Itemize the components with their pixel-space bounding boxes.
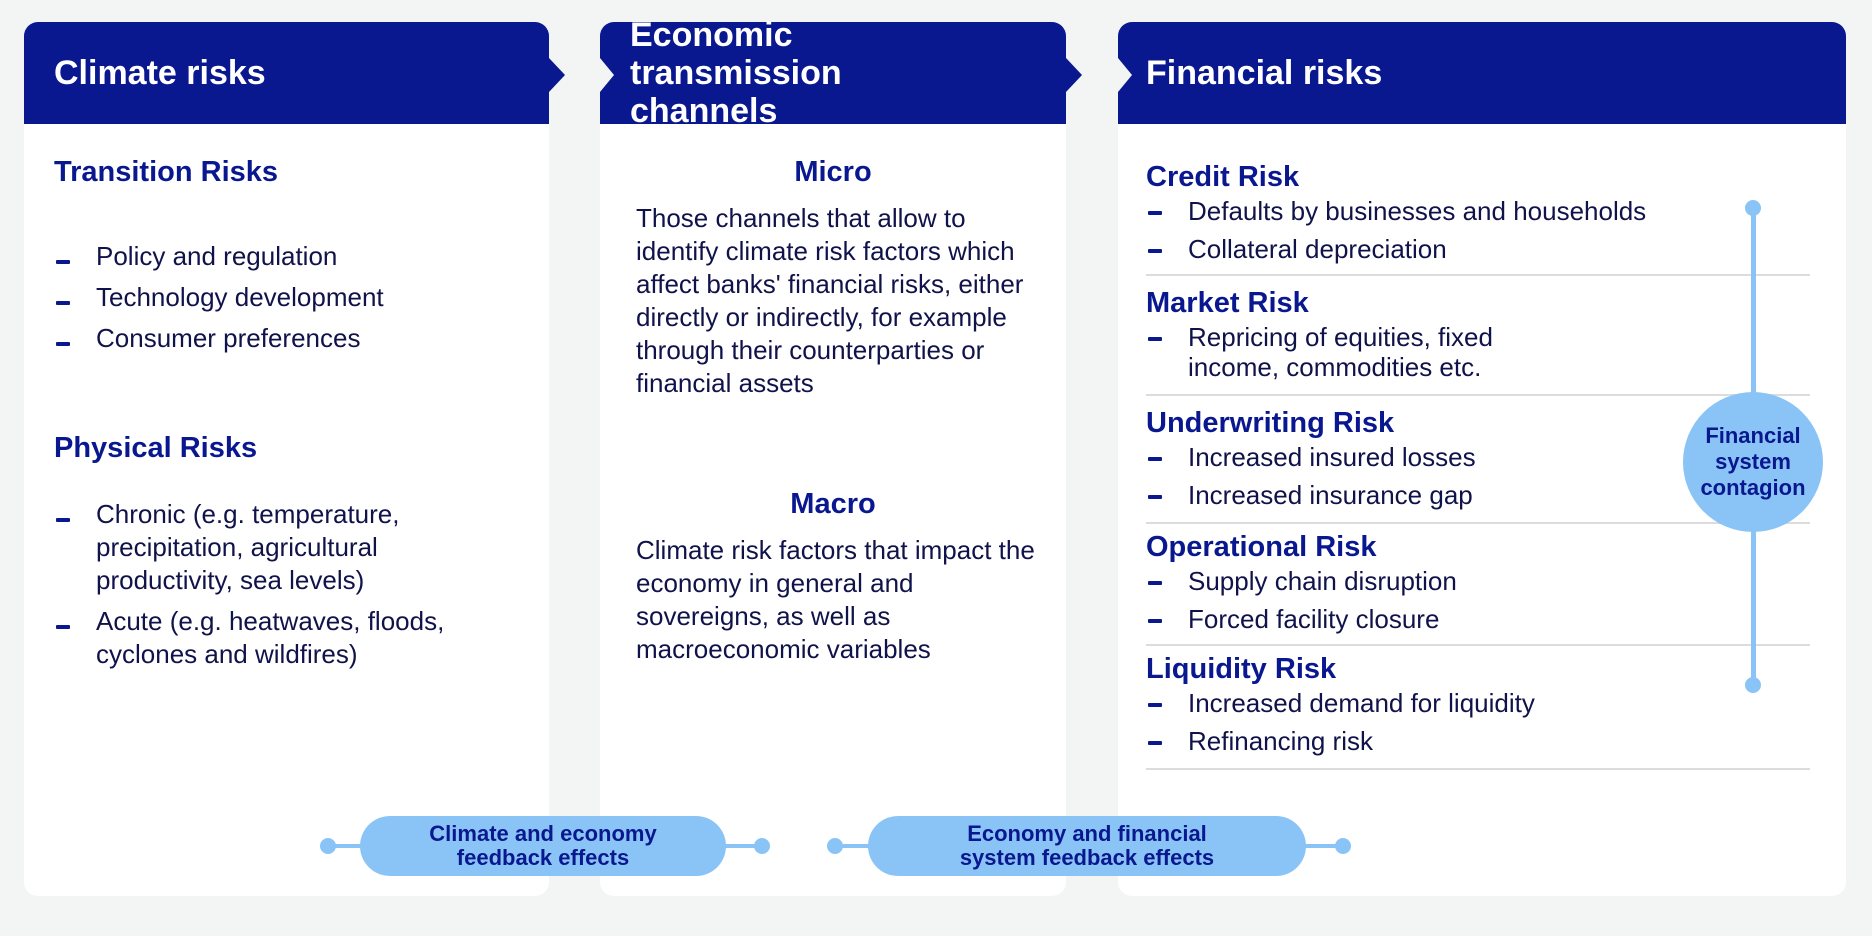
divider [1146, 394, 1810, 396]
list-item: Collateral depreciation [1146, 234, 1818, 264]
physical-risks-title: Physical Risks [54, 432, 258, 464]
economy-financial-feedback-pill: Economy and financial system feedback ef… [868, 816, 1306, 876]
arrow-notch-icon [600, 58, 614, 92]
micro-description: Those channels that allow to identify cl… [636, 203, 1024, 398]
climate-risks-panel: Climate risks Transition Risks Policy an… [24, 22, 565, 896]
climate-risks-title: Climate risks [54, 54, 266, 92]
connector-dot-bottom [1745, 677, 1761, 693]
connector-dot-left [320, 838, 336, 854]
underwriting-risk-title: Underwriting Risk [1146, 407, 1395, 439]
liquidity-risk-title: Liquidity Risk [1146, 653, 1337, 685]
operational-risk-title: Operational Risk [1146, 531, 1377, 563]
list-item: Increased demand for liquidity [1146, 688, 1818, 718]
connector-dot-left [827, 838, 843, 854]
list-item: Increased insurance gap [1146, 480, 1818, 510]
economy-financial-feedback-label: Economy and financial system feedback ef… [959, 821, 1215, 870]
economic-channels-title: Economic transmission channels [630, 16, 842, 130]
divider [1146, 522, 1810, 524]
climate-risks-header: Climate risks [24, 22, 565, 124]
credit-risk-title: Credit Risk [1146, 161, 1300, 193]
list-item: Policy and regulation [54, 240, 524, 273]
economic-channels-header: Economic transmission channels [600, 16, 1082, 130]
arrow-right-icon [549, 58, 565, 92]
connector-dot-top [1745, 200, 1761, 216]
list-item: Consumer preferences [54, 322, 524, 355]
transition-risks-list: Policy and regulation Technology develop… [54, 240, 524, 355]
market-risk-group: Market Risk Repricing of equities, fixed… [1146, 286, 1818, 390]
credit-risk-group: Credit Risk Defaults by businesses and h… [1146, 160, 1818, 272]
connector-dot-right [754, 838, 770, 854]
climate-economy-feedback-label: Climate and economy feedback effects [429, 821, 657, 870]
list-item: Refinancing risk [1146, 726, 1818, 756]
list-item: Supply chain disruption [1146, 566, 1818, 596]
list-item: Chronic (e.g. temperature, precipitation… [54, 498, 454, 597]
underwriting-risk-group: Underwriting Risk Increased insured loss… [1146, 406, 1818, 518]
micro-title: Micro [794, 156, 872, 188]
financial-system-contagion-circle: Financial system contagion [1683, 392, 1823, 532]
divider [1146, 644, 1810, 646]
connector-dot-right [1335, 838, 1351, 854]
divider [1146, 274, 1810, 276]
economic-channels-panel: Economic transmission channels Micro Tho… [600, 16, 1082, 896]
list-item: Increased insured losses [1146, 442, 1818, 472]
list-item: Technology development [54, 281, 524, 314]
financial-risks-header: Financial risks [1118, 22, 1846, 124]
list-item: Acute (e.g. heatwaves, floods, cyclones … [54, 605, 454, 671]
liquidity-risk-group: Liquidity Risk Increased demand for liqu… [1146, 652, 1818, 764]
list-item: Forced facility closure [1146, 604, 1818, 634]
list-item: Repricing of equities, fixed income, com… [1146, 322, 1588, 382]
macro-title: Macro [790, 488, 876, 520]
divider [1146, 768, 1810, 770]
transition-risks-title: Transition Risks [54, 156, 279, 188]
arrow-notch-icon [1118, 58, 1132, 92]
climate-economy-feedback-pill: Climate and economy feedback effects [360, 816, 726, 876]
operational-risk-group: Operational Risk Supply chain disruption… [1146, 530, 1818, 642]
market-risk-title: Market Risk [1146, 287, 1309, 319]
contagion-label: Financial system contagion [1700, 423, 1806, 500]
financial-risks-title: Financial risks [1146, 54, 1383, 92]
physical-risks-list: Chronic (e.g. temperature, precipitation… [54, 498, 454, 671]
arrow-right-icon [1066, 58, 1082, 92]
macro-description: Climate risk factors that impact the eco… [636, 535, 1035, 664]
list-item: Defaults by businesses and households [1146, 196, 1818, 226]
